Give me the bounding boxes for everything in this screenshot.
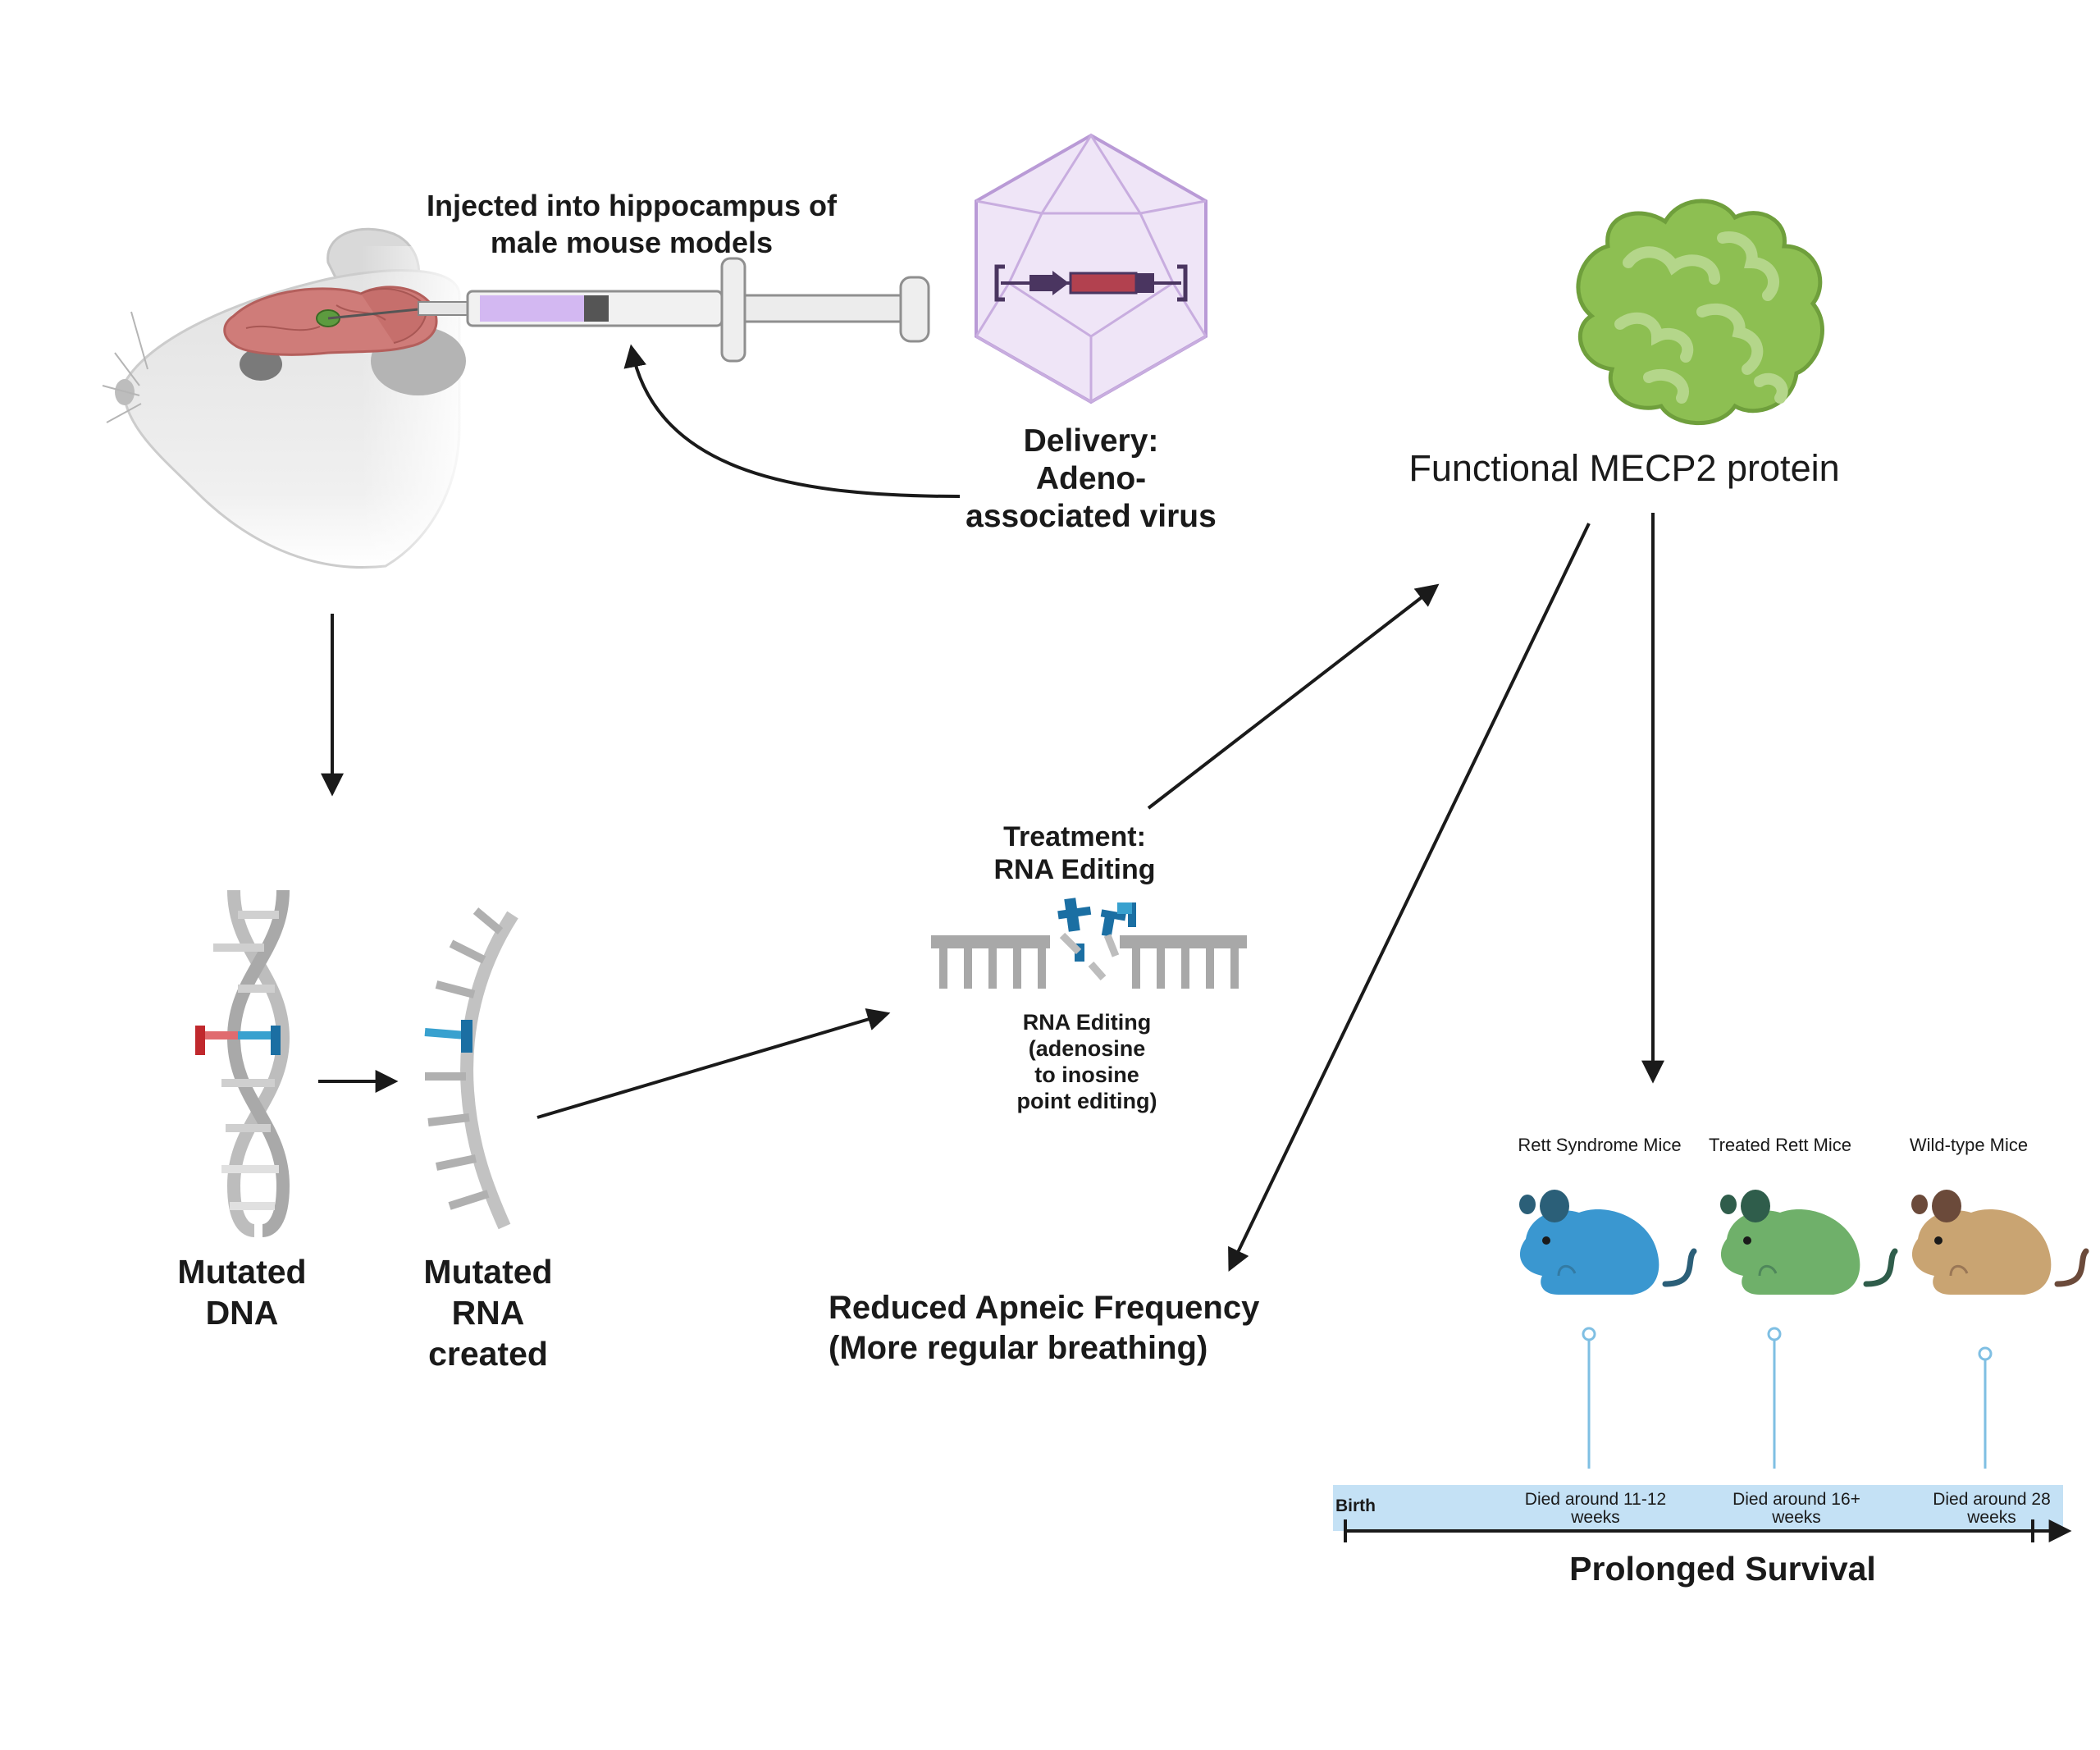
mecp2-protein-illustration xyxy=(1576,199,1824,426)
mouse-label-treated: Treated Rett Mice xyxy=(1708,1135,1852,1155)
mouse-treated-icon xyxy=(1720,1190,1898,1295)
delivery-label: Delivery: Adeno- associated virus xyxy=(966,423,1217,534)
apnea-label: Reduced Apneic Frequency (More regular b… xyxy=(829,1290,1260,1366)
treatment-label: Treatment: RNA Editing xyxy=(993,821,1156,885)
arrow-virus-to-syringe xyxy=(623,344,961,498)
rna-editing-illustration xyxy=(931,898,1247,989)
mouse-wildtype-icon xyxy=(1911,1190,2089,1295)
flow-arrows xyxy=(318,344,1664,1273)
arrow-rna-to-treatment xyxy=(536,1008,891,1119)
survival-label: Prolonged Survival xyxy=(1569,1550,1876,1588)
injected-label: Injected into hippocampus of male mouse … xyxy=(426,189,837,259)
timeline-pin-head xyxy=(1767,1327,1782,1341)
mutated-rna-illustration xyxy=(424,907,518,1230)
arrow-protein-to-apnea xyxy=(1228,523,1591,1273)
rna-editing-detail-label: RNA Editing (adenosine to inosine point … xyxy=(1016,1010,1157,1113)
mutated-rna-label: Mutated RNA created xyxy=(423,1253,553,1373)
survival-mice xyxy=(1519,1190,2089,1295)
mutated-dna-illustration xyxy=(195,889,290,1237)
timeline-event-treated: Died around 16+ weeks xyxy=(1732,1490,1860,1527)
mouse-rett-icon xyxy=(1519,1190,1697,1295)
mouse-label-wildtype: Wild-type Mice xyxy=(1909,1135,2029,1155)
aav-capsid-illustration xyxy=(975,133,1208,404)
survival-timeline xyxy=(1333,1327,2072,1542)
timeline-bar xyxy=(1333,1485,2063,1531)
timeline-event-rett: Died around 11-12 weeks xyxy=(1524,1490,1667,1527)
syringe-illustration xyxy=(327,257,930,363)
timeline-event-wildtype: Died around 28 weeks xyxy=(1933,1490,2051,1527)
arrow-treatment-to-protein xyxy=(1147,583,1440,810)
mouse-head-illustration xyxy=(102,227,476,591)
syringe-fluid xyxy=(480,295,587,322)
mouse-label-rett: Rett Syndrome Mice xyxy=(1518,1135,1682,1155)
timeline-pin-head xyxy=(1978,1346,1993,1361)
timeline-pin-head xyxy=(1582,1327,1596,1341)
mutated-dna-label: Mutated DNA xyxy=(177,1253,307,1332)
timeline-start-label: Birth xyxy=(1335,1496,1376,1515)
protein-label: Functional MECP2 protein xyxy=(1408,447,1840,489)
